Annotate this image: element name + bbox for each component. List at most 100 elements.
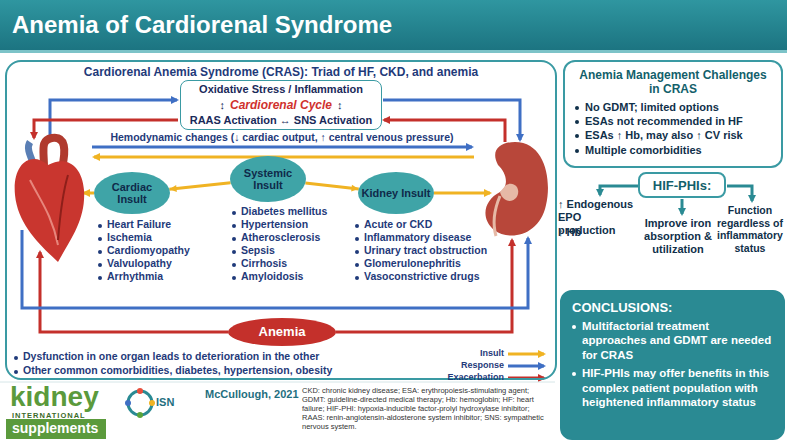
hif-arrow xyxy=(727,186,752,201)
text-label: Function regardless of inflammatory stat… xyxy=(716,204,784,254)
isn-logo xyxy=(125,388,155,418)
list-item: Valvulopathy xyxy=(98,257,237,270)
bullet-dot xyxy=(572,325,576,329)
bullet-dot xyxy=(575,149,579,153)
bullet-dot xyxy=(14,370,18,374)
text-label: supplements xyxy=(12,420,106,437)
bullet-dot xyxy=(575,120,579,124)
bullet-dot xyxy=(98,276,102,280)
challenges-box: Anemia Management Challenges in CRAS No G… xyxy=(563,60,783,168)
bullet-item: Multifactorial treatment approaches and … xyxy=(572,319,773,362)
insult-oval: Systemic Insult xyxy=(230,156,306,202)
cycle-label: Cardiorenal Cycle xyxy=(230,98,332,112)
list-item: Inflammatory disease xyxy=(355,231,516,244)
list-item: Sepsis xyxy=(232,244,361,257)
bullet-dot xyxy=(355,224,359,228)
bullet-dot xyxy=(572,372,576,376)
list-item: Hypertension xyxy=(232,218,361,231)
bullet-dot xyxy=(355,237,359,241)
legend-arrow xyxy=(508,353,544,356)
bullet-dot xyxy=(232,237,236,241)
insult-connector xyxy=(305,183,358,192)
conclusions-box: CONCLUSIONS: Multifactorial treatment app… xyxy=(560,290,785,440)
bullet-item: ESAs ↑ Hb, may also ↑ CV risk xyxy=(575,128,771,142)
legend-text: Response xyxy=(440,360,504,371)
text-label: ↑ Hb xyxy=(558,226,638,239)
bullet-dot xyxy=(232,263,236,267)
insult-connector xyxy=(169,183,230,192)
hif-arrow xyxy=(681,199,684,214)
bullet-dot xyxy=(232,276,236,280)
text-label: Hemodynamic changes (↓ cardiac output, ↑… xyxy=(107,131,456,144)
insult-oval: Kidney Insult xyxy=(358,172,434,214)
node-text: HIF-PHIs: xyxy=(653,178,712,193)
hemodynamic-arrow xyxy=(92,146,472,149)
list-item: Diabetes mellitus xyxy=(232,205,361,218)
arrow-symbol: ↕ xyxy=(219,99,225,111)
hif-box: HIF-PHIs: xyxy=(638,172,726,198)
insult-oval: Cardiac Insult xyxy=(94,172,170,214)
insult-arrow xyxy=(434,192,490,195)
bullet-dot xyxy=(355,263,359,267)
text-label: McCullough, 2021 xyxy=(205,388,300,401)
bullet-item: HIF-PHIs may offer benefits in this comp… xyxy=(572,366,773,409)
node-text: Oxidative Stress / Inflammation xyxy=(199,82,363,97)
text-label: Improve iron absorption & utilization xyxy=(638,217,718,257)
node-text: Anemia xyxy=(259,325,306,339)
bullet-dot xyxy=(98,250,102,254)
box-heading: CONCLUSIONS: xyxy=(572,300,773,315)
bullet-dot xyxy=(232,224,236,228)
response-arrow xyxy=(22,230,528,308)
bullet-dot xyxy=(575,134,579,138)
text-label: CKD: chronic kidney disease; ESA: erythr… xyxy=(302,386,554,431)
list-item: Cirrhosis xyxy=(232,257,361,270)
insult-arrow xyxy=(84,192,94,195)
logo-band xyxy=(6,419,106,439)
panel-title: Cardiorenal Anemia Syndrome (CRAS): Tria… xyxy=(7,65,555,79)
list-item: Dysfunction in one organ leads to deteri… xyxy=(14,350,443,363)
kidney-illustration xyxy=(485,142,548,236)
bullet-item: Multiple comorbidities xyxy=(575,143,771,157)
list-item: Heart Failure xyxy=(98,218,237,231)
node-text: Kidney Insult xyxy=(361,187,430,199)
list-item: Acute or CKD xyxy=(355,218,516,231)
bullet-item: ESAs not recommended in HF xyxy=(575,114,771,128)
node-text: RAAS Activation ↔ SNS Activation xyxy=(190,113,373,128)
bullet-dot xyxy=(14,356,18,360)
text-label: ISN xyxy=(156,396,196,409)
bullet-dot xyxy=(575,106,579,110)
hif-arrow xyxy=(600,186,638,195)
legend-text: Exacerbation xyxy=(440,372,504,383)
legend-text: Insult xyxy=(440,348,504,359)
bullet-item: No GDMT; limited options xyxy=(575,100,771,114)
heart-illustration xyxy=(15,138,85,262)
bullet-dot xyxy=(98,237,102,241)
list-item: Vasoconstrictive drugs xyxy=(355,270,516,283)
list-item: Amyloidosis xyxy=(232,270,361,283)
list-item: Urinary tract obstruction xyxy=(355,244,516,257)
bullet-dot xyxy=(98,263,102,267)
arrow-symbol: ↕ xyxy=(337,99,343,111)
legend-arrow xyxy=(508,365,544,368)
list-item: Arrhythmia xyxy=(98,270,237,283)
list-item: Other common comorbidities, diabetes, hy… xyxy=(14,364,443,377)
cycle-line: ↕ Cardiorenal Cycle ↕ xyxy=(219,97,342,113)
header-stripe xyxy=(0,50,787,53)
anemia-oval: Anemia xyxy=(228,318,336,346)
node-text: Cardiac Insult xyxy=(97,181,167,205)
node-text: Systemic Insult xyxy=(233,167,303,191)
list-item: Atherosclerosis xyxy=(232,231,361,244)
list-item: Ischemia xyxy=(98,231,237,244)
text-label: INTERNATIONAL xyxy=(12,411,112,420)
bullet-dot xyxy=(232,211,236,215)
title: Anemia of Cardiorenal Syndrome xyxy=(12,11,392,39)
bullet-dot xyxy=(232,250,236,254)
box-heading: Anemia Management Challenges in CRAS xyxy=(575,68,771,97)
text-label: kidney xyxy=(10,383,120,411)
cycle-box: Oxidative Stress / Inflammation ↕ Cardiore… xyxy=(180,80,382,130)
bullet-dot xyxy=(355,276,359,280)
bullet-dot xyxy=(98,224,102,228)
list-item: Cardiomyopathy xyxy=(98,244,237,257)
list-item: Glomerulonephritis xyxy=(355,257,516,270)
bullet-dot xyxy=(355,250,359,254)
